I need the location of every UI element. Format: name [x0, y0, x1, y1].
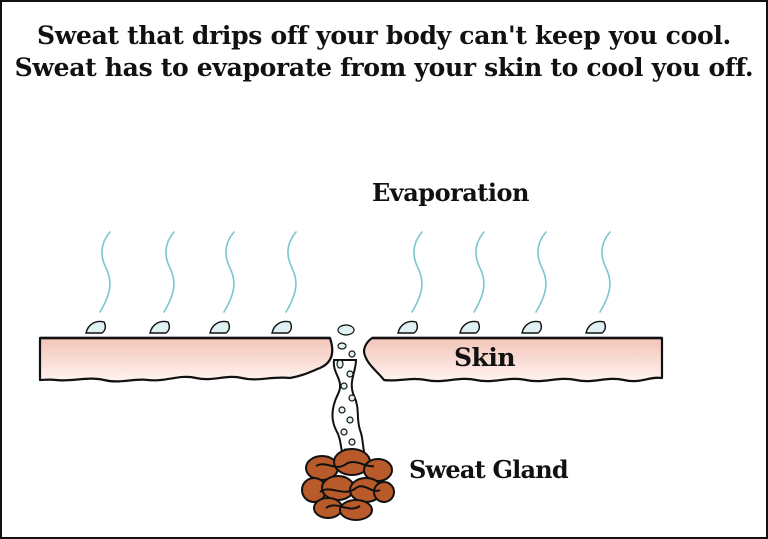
skin-layer-left — [38, 336, 334, 383]
sweat-droplet — [585, 320, 607, 334]
duct-droplet — [348, 438, 356, 446]
sweat-droplet — [271, 320, 293, 334]
surface-droplet-group — [85, 320, 607, 334]
label-sweat-gland: Sweat Gland — [409, 455, 569, 484]
vapor-wisp — [99, 231, 111, 313]
duct-droplet — [340, 382, 348, 390]
heading-line-2: Sweat has to evaporate from your skin to… — [14, 53, 754, 82]
vapor-wisp — [535, 231, 547, 313]
sweat-droplet — [209, 320, 231, 334]
sweat-droplet — [85, 320, 107, 334]
vapor-wisp — [473, 231, 485, 313]
sweat-droplet — [521, 320, 543, 334]
duct-droplet — [346, 370, 354, 378]
vapor-wisp — [411, 231, 423, 313]
duct-droplet — [340, 428, 348, 436]
sweat-droplet — [459, 320, 481, 334]
duct-droplet — [348, 394, 356, 402]
skin-layer-right — [362, 336, 664, 383]
duct-droplet — [338, 406, 346, 414]
duct-droplet — [346, 416, 354, 424]
label-evaporation: Evaporation — [372, 178, 529, 207]
duct-droplet — [336, 359, 344, 369]
sweat-droplet — [397, 320, 419, 334]
heading-line-1: Sweat that drips off your body can't kee… — [37, 21, 731, 50]
vapor-wisp — [223, 231, 235, 313]
evaporation-vapor-group — [99, 231, 611, 313]
duct-droplet — [337, 342, 347, 350]
sweat-droplet — [149, 320, 171, 334]
sweat-gland-coil — [301, 448, 395, 521]
diagram-heading: Sweat that drips off your body can't kee… — [2, 20, 766, 84]
vapor-wisp — [163, 231, 175, 313]
duct-droplet — [337, 324, 355, 336]
vapor-wisp — [285, 231, 297, 313]
vapor-wisp — [599, 231, 611, 313]
duct-droplet — [348, 350, 356, 358]
label-skin: Skin — [454, 343, 516, 372]
